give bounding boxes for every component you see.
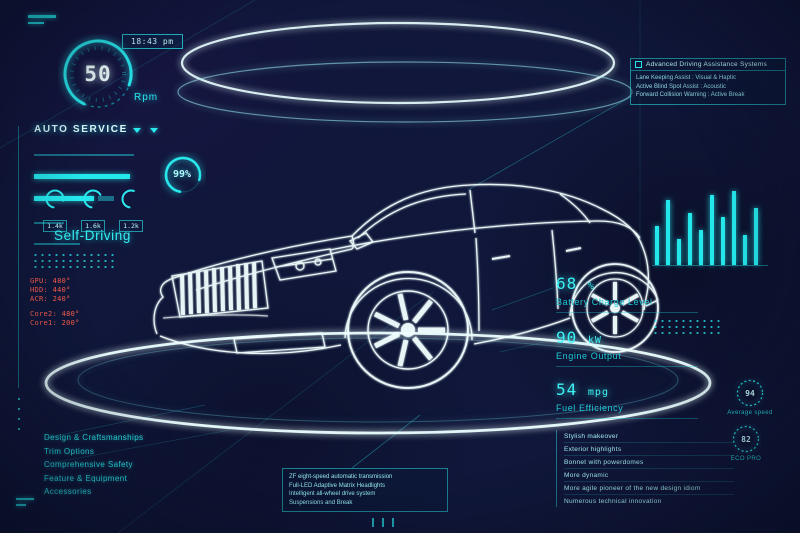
metric-label: Engine Output bbox=[556, 351, 622, 361]
metric-value: 68 % bbox=[556, 274, 698, 293]
mini-gauge-ring bbox=[83, 189, 103, 209]
metric-number: 90 bbox=[556, 328, 578, 347]
metric-unit: mpg bbox=[587, 387, 609, 398]
mini-gauge-ring bbox=[121, 189, 141, 209]
highlight-item: Bonnet with powerdomes bbox=[564, 456, 734, 469]
temp-line: HDD: 440° bbox=[30, 286, 71, 294]
feature-item: Comprehensive Safety bbox=[44, 460, 133, 469]
highlights-panel: Stylish makeover Exterior highlights Bon… bbox=[556, 430, 734, 507]
metric-value: 54 mpg bbox=[556, 380, 698, 399]
bar bbox=[688, 212, 692, 265]
metric-unit: % bbox=[587, 281, 595, 292]
chevron-down-icon bbox=[132, 128, 141, 133]
ruler-ticks bbox=[372, 514, 402, 532]
bar bbox=[655, 225, 659, 265]
service-percent-value: 99% bbox=[173, 169, 192, 180]
metric-label: Battery Charge Level bbox=[556, 297, 653, 307]
note-line: Full-LED Adaptive Matrix Headlights bbox=[289, 482, 386, 489]
bar bbox=[699, 230, 703, 265]
temp-line: Core2: 480° bbox=[30, 310, 80, 318]
drivetrain-notes-panel: ZF eight-speed automatic transmission Fu… bbox=[282, 468, 448, 512]
dot-grid-right bbox=[652, 318, 722, 334]
dial-average-speed: 94 Average speed bbox=[720, 378, 780, 416]
adas-panel: Advanced Driving Assistance Systems Lane… bbox=[630, 58, 786, 105]
auto-service-header: AUTO SERVICE bbox=[34, 120, 254, 138]
mini-gauge-ring bbox=[45, 189, 65, 209]
feature-item: Trim Options bbox=[44, 446, 95, 456]
corner-marks-bottom-left bbox=[16, 498, 34, 506]
adas-body: Lane Keeping Assist : Visual & Haptic Ac… bbox=[631, 71, 785, 104]
left-rail-line bbox=[18, 126, 19, 388]
metric-label: Fuel Efficiency bbox=[556, 403, 624, 413]
bar bbox=[732, 191, 736, 265]
adas-title: Advanced Driving Assistance Systems bbox=[646, 61, 768, 68]
bar bbox=[754, 208, 758, 265]
temp-line: ACR: 240° bbox=[30, 295, 71, 303]
temps-primary: GPU: 480° HDD: 440° ACR: 240° bbox=[30, 277, 71, 304]
feature-list-left: Design & Craftsmanships Trim Options Com… bbox=[44, 431, 143, 499]
feature-item: Design & Craftsmanships bbox=[44, 433, 144, 442]
bar-chart-bars bbox=[652, 178, 768, 266]
adas-header: Advanced Driving Assistance Systems bbox=[631, 59, 785, 71]
highlight-item: More dynamic bbox=[564, 469, 734, 482]
bracket-icon bbox=[635, 61, 642, 68]
adas-line: Lane Keeping Assist : Visual & Haptic bbox=[636, 75, 736, 81]
bar bbox=[721, 217, 725, 265]
rpm-unit-label: Rpm bbox=[134, 92, 159, 103]
temp-line: GPU: 480° bbox=[30, 277, 71, 285]
mini-gauges-row: 1.4k 1.6k 1.2k bbox=[38, 188, 148, 233]
drive-mode-label: Self-Driving bbox=[54, 228, 131, 243]
dial-value: 82 bbox=[741, 434, 751, 444]
metric-fuel: 54 mpg Fuel Efficiency bbox=[556, 380, 698, 419]
bar bbox=[677, 238, 681, 265]
auto-service-toggle[interactable] bbox=[128, 120, 159, 138]
dial-label: Average speed bbox=[727, 410, 773, 416]
mini-gauge: 1.2k bbox=[114, 188, 148, 233]
metric-unit: kW bbox=[587, 335, 602, 346]
note-line: Intelligent all-wheel drive system bbox=[289, 491, 376, 497]
adas-line: Active Blind Spot Assist : Acoustic bbox=[636, 83, 727, 90]
mini-gauge: 1.4k bbox=[38, 188, 72, 233]
auto-service-title: AUTO SERVICE bbox=[34, 123, 128, 135]
chevron-down-icon bbox=[150, 128, 159, 133]
dial-value: 94 bbox=[745, 388, 755, 398]
clock-box: 18:43 pm bbox=[122, 34, 183, 49]
metric-number: 68 bbox=[556, 274, 578, 293]
highlight-item: Exterior highlights bbox=[564, 443, 734, 456]
left-rail-dots bbox=[15, 394, 23, 434]
temps-secondary: Core2: 480° Core1: 200° bbox=[30, 310, 80, 328]
service-percent-gauge: 99% bbox=[160, 152, 206, 198]
metric-number: 54 bbox=[556, 380, 578, 399]
temp-line: Core1: 200° bbox=[30, 319, 80, 327]
adas-line: Forward Collision Warning : Active Break bbox=[636, 92, 745, 98]
metric-battery: 68 % Battery Charge Level bbox=[556, 274, 698, 313]
dial-ring: 82 bbox=[731, 424, 761, 454]
bar bbox=[743, 234, 747, 265]
highlight-item: More agile pioneer of the new design idi… bbox=[564, 482, 734, 495]
note-line: ZF eight-speed automatic transmission bbox=[289, 474, 393, 480]
highlight-item: Stylish makeover bbox=[564, 430, 734, 443]
corner-marks-top-left bbox=[28, 15, 56, 24]
feature-item: Feature & Equipment bbox=[44, 473, 128, 483]
highlight-item: Numerous technical innovation bbox=[564, 497, 662, 505]
note-line: Suspensions and Break bbox=[289, 499, 353, 506]
bar bbox=[666, 199, 670, 265]
feature-item: Accessories bbox=[44, 487, 92, 496]
dial-ring: 94 bbox=[735, 378, 765, 408]
clock-time: 18:43 pm bbox=[131, 37, 174, 46]
bar bbox=[710, 195, 714, 265]
mini-gauge: 1.6k bbox=[76, 188, 110, 233]
bar-chart bbox=[652, 178, 768, 266]
dot-grid-left bbox=[32, 252, 118, 269]
